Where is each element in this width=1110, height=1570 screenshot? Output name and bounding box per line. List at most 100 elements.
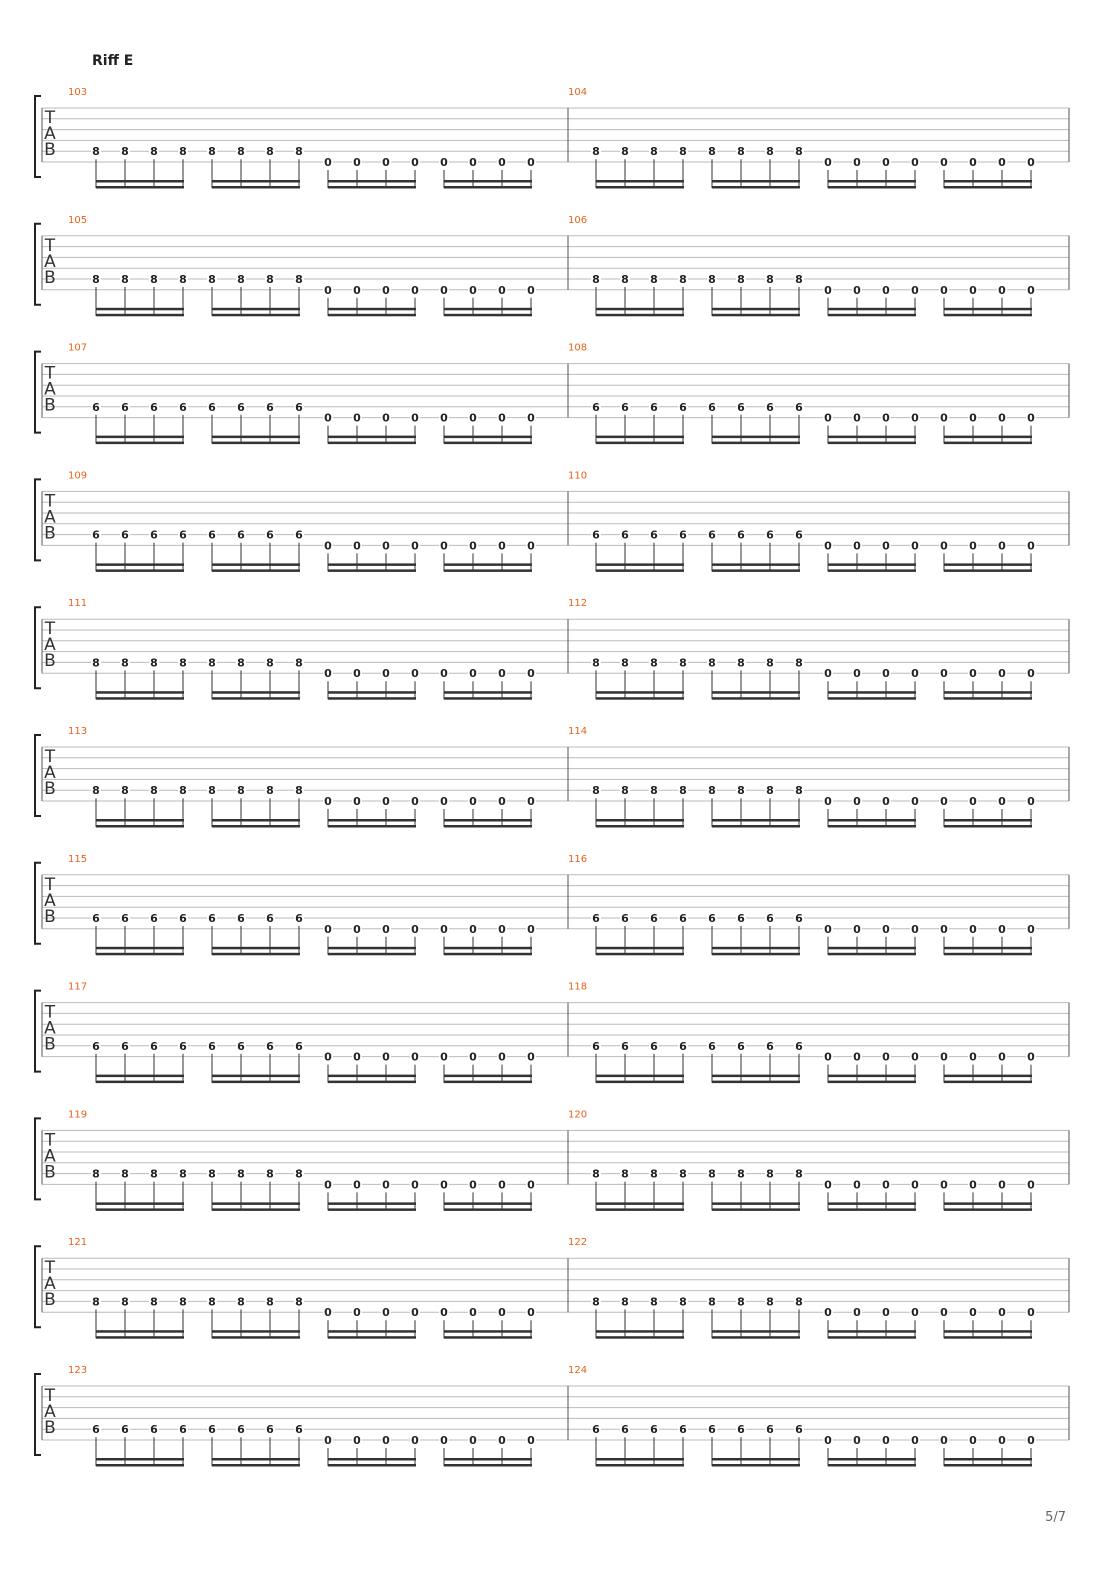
measure-number: 118 [568,982,587,993]
fret-number: 0 [940,667,948,680]
fret-number: 6 [237,1423,245,1436]
fret-number: 0 [1027,1178,1035,1191]
fret-number: 8 [679,656,687,669]
tab-clef-letter: T [44,875,56,895]
fret-number: 0 [1027,284,1035,297]
fret-number: 6 [708,1423,716,1436]
fret-background [91,145,101,158]
system-bracket [34,1117,41,1201]
fret-number: 6 [795,1423,803,1436]
fret-number: 0 [969,923,977,936]
fret-number: 8 [92,1295,100,1308]
fret-number: 0 [998,795,1006,808]
fret-background [736,145,746,158]
note-beam [828,1080,916,1084]
note-beam [944,186,1032,189]
note-beam [828,563,916,566]
fret-number: 0 [469,1051,477,1064]
note-beam [212,946,300,950]
fret-background [852,283,862,296]
fret-background [910,283,920,296]
fret-background [968,1050,978,1063]
fret-background [881,1178,891,1191]
fret-background [823,156,833,168]
fret-number: 0 [998,156,1006,169]
fret-number: 6 [92,401,100,414]
tab-clef-letter: T [44,747,56,767]
fret-number: 8 [708,1295,716,1308]
fret-number: 0 [353,412,361,425]
fret-background [678,400,688,413]
fret-number: 0 [940,923,948,936]
fret-background [294,400,304,413]
fret-number: 0 [940,795,948,808]
fret-number: 6 [150,912,158,925]
note-beam [944,180,1032,183]
fret-background [352,283,362,296]
fret-number: 6 [679,1423,687,1436]
fret-background [707,145,717,158]
fret-number: 0 [998,923,1006,936]
fret-number: 8 [266,145,274,158]
note-beam [96,1464,184,1467]
fret-background [649,528,659,541]
fret-number: 6 [766,912,774,925]
fret-background [497,539,507,552]
fret-background [323,539,333,552]
fret-background [910,667,920,680]
fret-number: 6 [92,529,100,542]
fret-background [1026,1434,1036,1446]
fret-number: 8 [621,273,629,286]
fret-background [207,1295,217,1308]
fret-number: 0 [824,284,832,297]
fret-background [468,667,478,680]
fret-background [120,1423,130,1436]
fret-background [178,528,188,541]
fret-background [323,1050,333,1063]
fret-number: 8 [795,1168,803,1181]
note-beam [328,946,416,950]
fret-background [910,922,920,935]
fret-number: 6 [621,529,629,542]
note-beam [96,307,184,311]
fret-background [620,1167,630,1180]
fret-number: 8 [150,784,158,797]
fret-number: 0 [411,1434,419,1447]
fret-background [323,922,333,935]
fret-background [823,795,833,807]
fret-number: 0 [469,156,477,169]
note-beam [944,307,1032,311]
fret-background [649,912,659,924]
fret-number: 0 [324,667,332,680]
fret-number: 0 [998,284,1006,297]
fret-background [939,283,949,296]
fret-number: 0 [1027,795,1035,808]
fret-number: 0 [824,923,832,936]
fret-number: 6 [621,1423,629,1436]
fret-number: 0 [353,156,361,169]
fret-background [178,1295,188,1308]
fret-number: 8 [679,273,687,286]
fret-background [620,912,630,924]
fret-background [149,273,159,285]
fret-background [707,656,717,669]
fret-background [352,411,362,424]
note-beam [944,691,1032,694]
fret-number: 0 [527,923,535,936]
tab-clef-letter: B [44,779,56,799]
note-beam [444,180,532,183]
fret-background [468,1434,478,1446]
note-beam [444,313,532,317]
fret-number: 8 [208,273,216,286]
fret-background [352,795,362,807]
tab-clef-letter: A [44,763,56,783]
fret-background [381,795,391,807]
note-beam [596,435,684,439]
note-beam [596,180,684,183]
note-beam [712,186,800,189]
note-beam [712,435,800,439]
fret-number: 0 [853,156,861,169]
fret-number: 8 [295,1168,303,1181]
fret-number: 0 [911,1434,919,1447]
fret-background [91,400,101,413]
